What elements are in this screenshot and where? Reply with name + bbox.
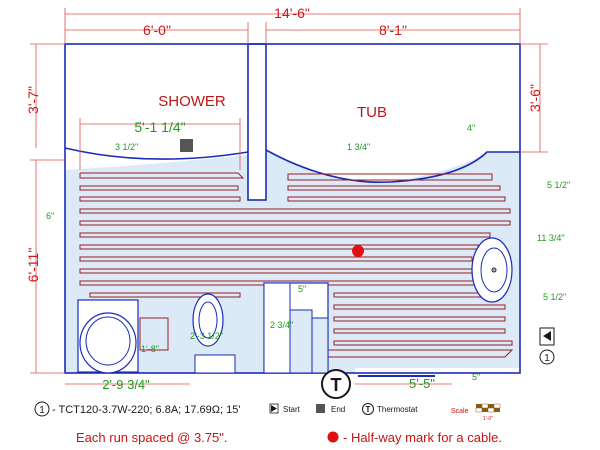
annotation-tub-gap: 1 3/4" bbox=[347, 142, 370, 152]
divider-wall bbox=[247, 43, 267, 201]
dimension-lines bbox=[30, 8, 548, 385]
fixtures bbox=[77, 237, 513, 377]
legend-start-triangle-icon bbox=[271, 405, 277, 412]
tub-edge bbox=[265, 149, 520, 184]
legend-start-label: Start bbox=[283, 405, 301, 414]
footer-spacing: Each run spaced @ 3.75". bbox=[76, 430, 228, 445]
annotation-bottom-right: 5" bbox=[472, 372, 480, 382]
dim-left-bottom-height: 6'-11" bbox=[25, 248, 41, 283]
dim-right-top-height: 3'-6" bbox=[527, 84, 543, 112]
legend-thermostat-symbol: T bbox=[366, 405, 371, 414]
legend-end-icon bbox=[316, 404, 325, 413]
dim-bottom-right-width: 5'-5" bbox=[409, 376, 435, 391]
legend-thermostat-label: Thermostat bbox=[377, 405, 418, 414]
cable-number: 1 bbox=[544, 353, 550, 364]
footer-halfway: - Half-way mark for a cable. bbox=[343, 430, 502, 445]
annotation-toilet-depth: 1'-8" bbox=[141, 344, 159, 354]
scale-bar bbox=[475, 403, 501, 413]
dim-left-top-height: 3'-7" bbox=[25, 86, 41, 114]
thermostat-box-icon bbox=[180, 139, 193, 152]
legend-end-label: End bbox=[331, 405, 345, 414]
annotation-right-b: 5 1/2" bbox=[543, 292, 566, 302]
thermostat-icon bbox=[321, 369, 351, 399]
annotation-right-a: 5 1/2" bbox=[547, 180, 570, 190]
dim-overall-width: 14'-6" bbox=[274, 5, 310, 21]
footer-halfway-dot-icon bbox=[327, 431, 339, 443]
halfway-dot-icon bbox=[352, 245, 364, 257]
dim-bottom-left-width: 2'-9 3/4" bbox=[102, 377, 150, 392]
cable-number-icon bbox=[539, 349, 555, 365]
annotation-center-small: 5" bbox=[298, 284, 306, 294]
start-triangle-icon bbox=[543, 331, 551, 341]
legend-cable-number: 1 bbox=[39, 405, 45, 416]
room-tub: TUB bbox=[357, 104, 387, 121]
annotation-right-mid: 11 3/4" bbox=[537, 233, 565, 243]
annotation-shower-gap: 3 1/2" bbox=[115, 142, 138, 152]
dim-tub-width: 8'-1" bbox=[379, 22, 407, 38]
shower-curb bbox=[64, 147, 249, 160]
scale-label: Scale bbox=[451, 408, 469, 415]
annotation-right-top: 4" bbox=[467, 123, 475, 133]
annotation-vanity-side: 2 3/4" bbox=[270, 320, 293, 330]
annotation-shower-run: 5'-1 1/4" bbox=[134, 119, 185, 135]
legend-cable-icon bbox=[34, 401, 50, 417]
annotation-left-side: 6" bbox=[46, 211, 54, 221]
room-shower: SHOWER bbox=[158, 93, 226, 110]
annotation-sink-width: 2'-3 1/2" bbox=[190, 331, 223, 341]
scale-value: 1'-0" bbox=[483, 416, 493, 422]
legend-cable-spec: - TCT120-3.7W-220; 6.8A; 17.69Ω; 15' bbox=[52, 404, 240, 416]
dim-shower-width: 6'-0" bbox=[143, 22, 171, 38]
legend-thermostat-icon bbox=[362, 403, 374, 415]
thermostat-symbol: T bbox=[331, 375, 342, 395]
